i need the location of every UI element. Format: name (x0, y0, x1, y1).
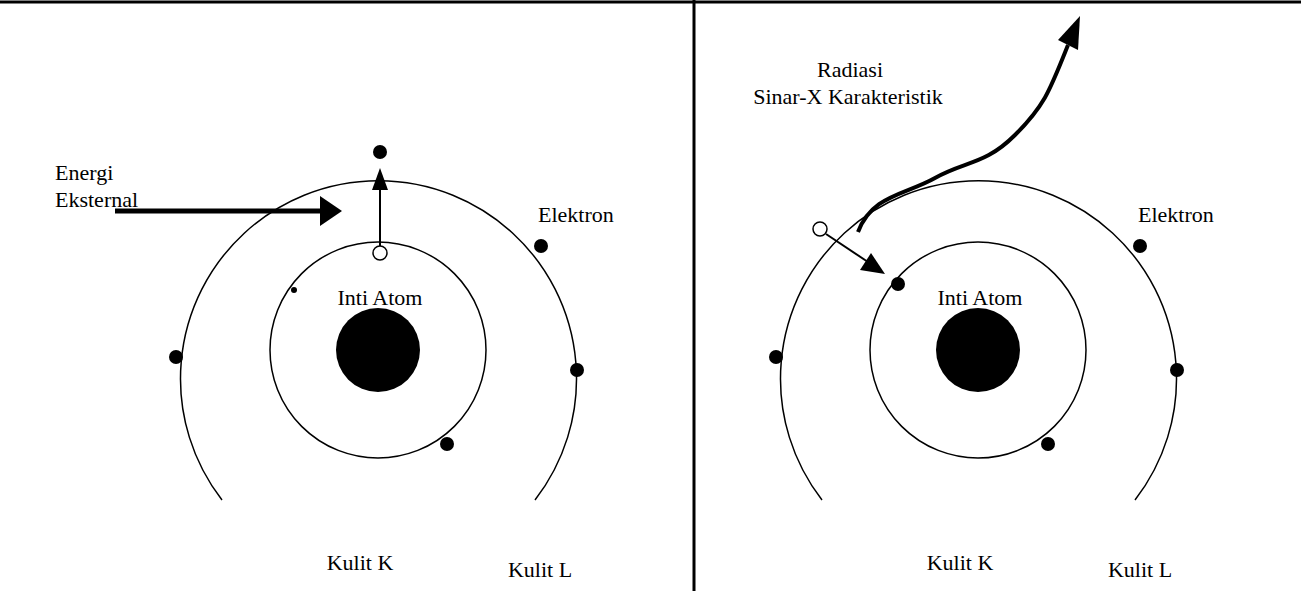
shell-label: Kulit L (508, 557, 572, 583)
left-atom (115, 145, 584, 500)
arrow-head (1058, 16, 1080, 50)
electron (1170, 363, 1184, 377)
k-shell (870, 242, 1086, 458)
transition-arrow (826, 234, 868, 262)
part-label: Inti Atom (938, 285, 1023, 311)
nucleus (936, 308, 1020, 392)
electron (169, 350, 183, 364)
electron (1133, 239, 1147, 253)
annotation-label: Radiasi (817, 57, 883, 83)
arrow-head (372, 168, 388, 190)
vacancy (813, 222, 827, 236)
shell-label: Kulit L (1108, 557, 1172, 583)
nucleus (336, 308, 420, 392)
electron (570, 363, 584, 377)
electron (373, 145, 387, 159)
electron (440, 437, 454, 451)
l-shell (180, 181, 576, 500)
ejection-arrow (379, 186, 381, 246)
part-label: Elektron (1138, 202, 1214, 228)
arrow-head (860, 253, 885, 274)
part-label: Elektron (538, 202, 614, 228)
k-shell (270, 242, 486, 458)
electron (891, 277, 905, 291)
xray-wave (858, 45, 1068, 232)
frame-line (0, 1, 1301, 4)
electron (1041, 437, 1055, 451)
part-label: Inti Atom (338, 285, 423, 311)
l-shell (781, 181, 1177, 500)
energy-arrow (115, 209, 325, 214)
electron (534, 239, 548, 253)
annotation-label: Energi (55, 160, 113, 186)
annotation-label: Eksternal (55, 187, 138, 213)
vacancy (373, 246, 387, 260)
electron (769, 350, 783, 364)
divider-line (693, 0, 696, 591)
shell-label: Kulit K (327, 550, 394, 576)
electron-mark (291, 287, 297, 293)
arrow-head (320, 196, 342, 226)
annotation-label: Sinar-X Karakteristik (753, 84, 943, 110)
shell-label: Kulit K (927, 550, 994, 576)
